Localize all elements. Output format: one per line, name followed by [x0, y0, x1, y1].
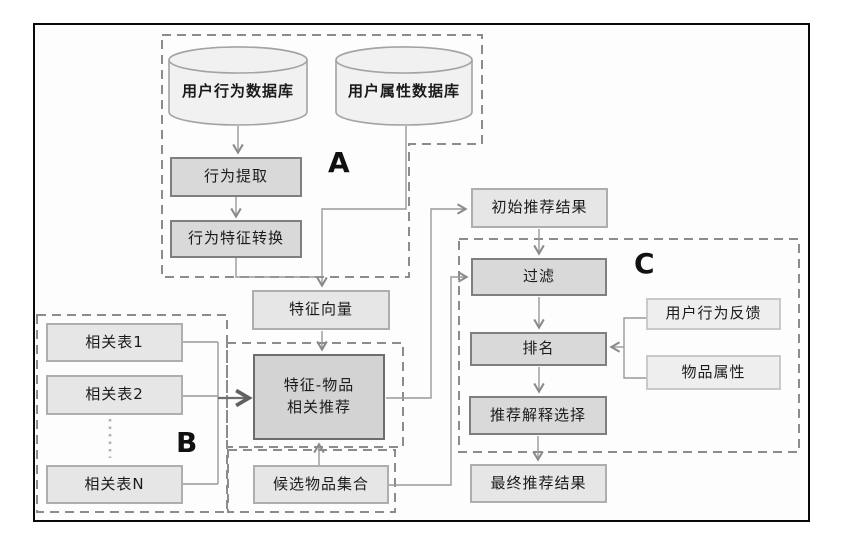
node-feature-vector: 特征向量 — [252, 290, 390, 330]
node-behavior-feature-transform: 行为特征转换 — [170, 220, 302, 258]
wire-transform-merge — [235, 258, 320, 278]
behavior-db-label: 用户行为数据库 — [181, 82, 294, 100]
node-related-table-1: 相关表1 — [46, 323, 183, 362]
node-feature-item-line1: 特征-物品 — [283, 376, 355, 395]
attribute-db-label: 用户属性数据库 — [347, 82, 460, 100]
node-related-table-n: 相关表N — [46, 465, 183, 504]
section-c-outline — [458, 238, 800, 453]
section-b-label: B — [176, 426, 198, 459]
node-candidate-item-set: 候选物品集合 — [253, 465, 389, 504]
behavior-db-cylinder — [168, 46, 308, 126]
node-feature-item-line2: 相关推荐 — [286, 398, 351, 416]
node-item-attribute: 物品属性 — [646, 355, 781, 390]
section-b-outline — [36, 314, 228, 513]
wire-feedback-bracket — [623, 317, 646, 379]
node-final-result: 最终推荐结果 — [470, 464, 607, 503]
arrow-candidate-to-filter — [389, 271, 469, 486]
node-rank: 排名 — [470, 332, 607, 366]
section-a-outline — [161, 34, 483, 278]
node-behavior-extract: 行为提取 — [170, 157, 302, 197]
node-feature-item-recommend: 特征-物品 相关推荐 — [253, 354, 385, 440]
attribute-db-cylinder — [335, 46, 473, 126]
arrow-attributedb-to-featurevector — [316, 126, 407, 288]
candidate-outline — [227, 449, 396, 513]
node-filter: 过滤 — [471, 258, 607, 296]
section-a-label: A — [328, 146, 350, 179]
node-related-table-2: 相关表2 — [46, 375, 183, 415]
node-initial-result: 初始推荐结果 — [471, 188, 608, 228]
section-c-label: C — [634, 247, 655, 280]
arrow-core-to-initial — [386, 203, 468, 399]
node-user-behavior-feedback: 用户行为反馈 — [646, 298, 781, 330]
node-explanation-select: 推荐解释选择 — [469, 396, 607, 435]
